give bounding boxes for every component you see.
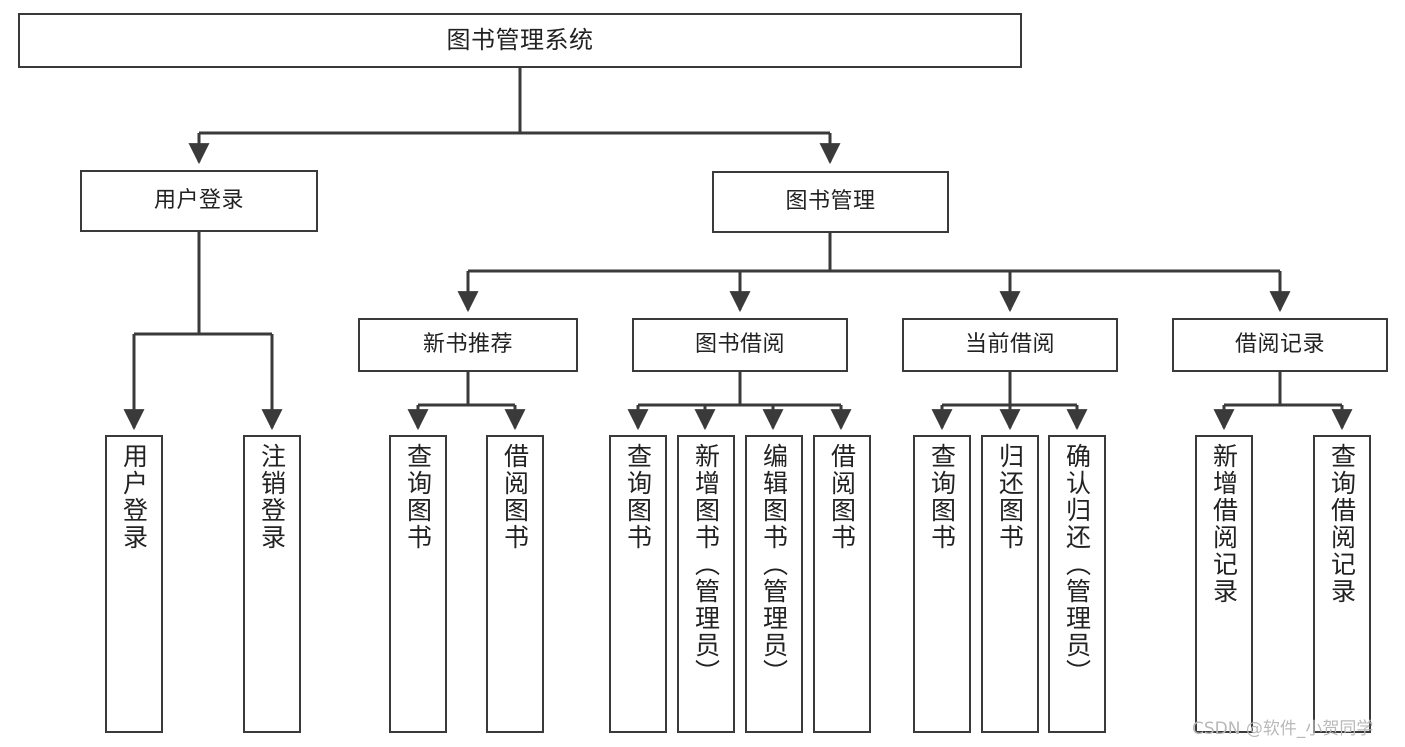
node-leaf-record-search[interactable]: 查询借阅记录	[1313, 435, 1371, 733]
node-label-root: 图书管理系统	[446, 26, 594, 55]
node-leaf-cur-return-book[interactable]: 归还图书	[981, 435, 1039, 733]
node-leaf-cur-query-book[interactable]: 查询图书	[913, 435, 971, 733]
node-label-leaf-record-search: 查询借阅记录	[1327, 443, 1357, 605]
node-leaf-borrow-query-book[interactable]: 查询图书	[609, 435, 667, 733]
node-label-new-book-recommend: 新书推荐	[422, 331, 513, 357]
node-label-current-borrow: 当前借阅	[964, 331, 1055, 357]
node-leaf-logout[interactable]: 注销登录	[243, 435, 301, 733]
node-leaf-rec-borrow-book[interactable]: 借阅图书	[486, 435, 544, 733]
node-leaf-record-add[interactable]: 新增借阅记录	[1195, 435, 1253, 733]
node-user-login[interactable]: 用户登录	[80, 170, 318, 232]
node-leaf-cur-confirm-return[interactable]: 确认归还（管理员）	[1048, 435, 1106, 733]
node-borrow-record[interactable]: 借阅记录	[1172, 318, 1388, 372]
node-book-manage[interactable]: 图书管理	[712, 171, 949, 233]
node-book-borrow[interactable]: 图书借阅	[632, 318, 848, 372]
node-root-system[interactable]: 图书管理系统	[18, 13, 1022, 68]
node-new-book-recommend[interactable]: 新书推荐	[358, 318, 578, 372]
node-label-leaf-logout: 注销登录	[257, 443, 287, 551]
node-label-leaf-cur-query-book: 查询图书	[927, 443, 957, 551]
node-label-leaf-cur-return-book: 归还图书	[995, 443, 1025, 551]
node-label-leaf-record-add: 新增借阅记录	[1209, 443, 1239, 605]
node-label-leaf-borrow-edit-book: 编辑图书（管理员）	[759, 443, 789, 686]
csdn-watermark: CSDN @软件_小贺同学	[1192, 719, 1374, 739]
node-label-leaf-borrow-query-book: 查询图书	[623, 443, 653, 551]
node-label-leaf-rec-borrow-book: 借阅图书	[500, 443, 530, 551]
node-leaf-borrow-edit-book[interactable]: 编辑图书（管理员）	[745, 435, 803, 733]
node-leaf-borrow-do-book[interactable]: 借阅图书	[813, 435, 871, 733]
node-label-leaf-borrow-do-book: 借阅图书	[827, 443, 857, 551]
node-label-leaf-rec-query-book: 查询图书	[403, 443, 433, 551]
node-label-user-login: 用户登录	[153, 187, 244, 213]
node-leaf-borrow-add-book[interactable]: 新增图书（管理员）	[677, 435, 735, 733]
node-leaf-rec-query-book[interactable]: 查询图书	[389, 435, 447, 733]
node-label-book-manage: 图书管理	[785, 188, 876, 214]
node-leaf-user-login[interactable]: 用户登录	[105, 435, 163, 733]
node-label-borrow-record: 借阅记录	[1234, 331, 1325, 357]
node-label-leaf-borrow-add-book: 新增图书（管理员）	[691, 443, 721, 686]
node-label-book-borrow: 图书借阅	[694, 331, 785, 357]
node-label-leaf-user-login: 用户登录	[119, 443, 149, 551]
node-current-borrow[interactable]: 当前借阅	[902, 318, 1118, 372]
node-label-leaf-cur-confirm-return: 确认归还（管理员）	[1062, 443, 1092, 686]
